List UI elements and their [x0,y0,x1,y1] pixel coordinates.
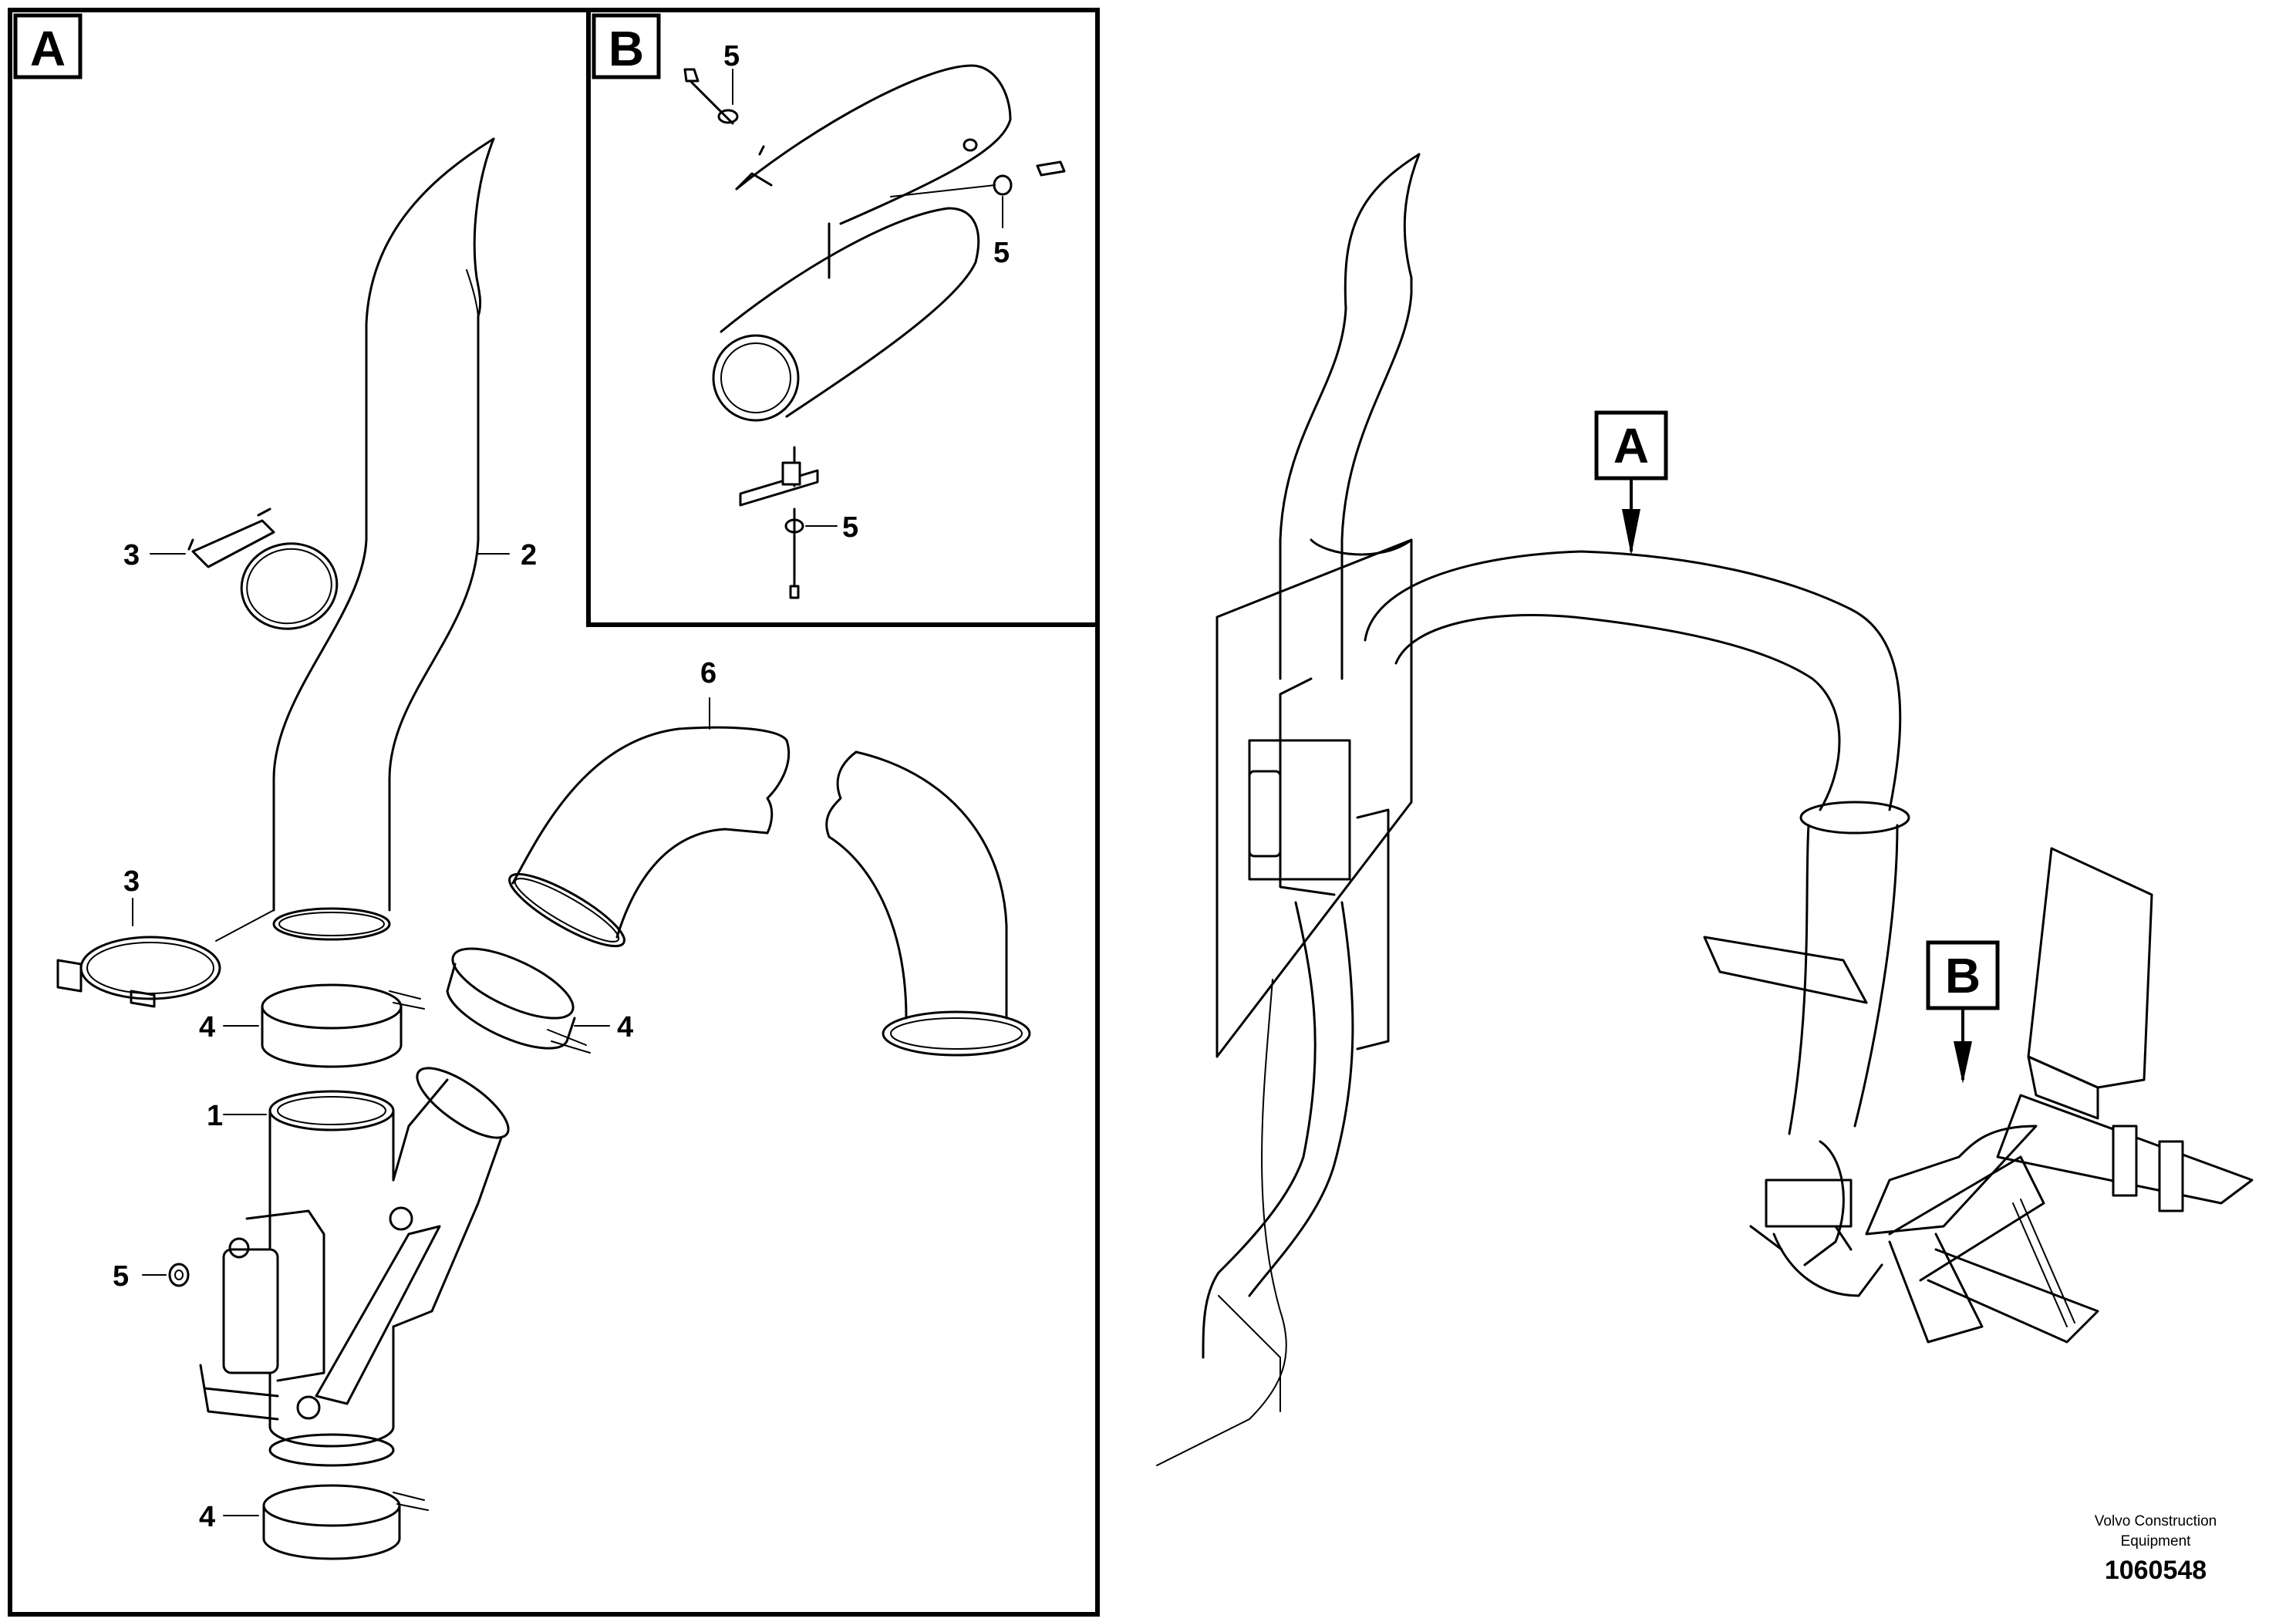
callout-part-1: 1 [207,1100,267,1132]
callout-6-text: 6 [700,657,716,690]
callout-part-5-left: 5 [113,1260,167,1293]
callout-5-b-bottom-text: 5 [842,511,858,544]
callout-part-6: 6 [700,657,716,730]
overview-tag-a: A [1594,410,1668,555]
overview-tag-a-label: A [1613,418,1649,474]
callout-part-4-right: 4 [574,1011,633,1044]
panel-a: A [8,8,1100,1617]
callout-4-bottom-text: 4 [199,1501,215,1533]
credit-line-1: Volvo Construction [2095,1513,2217,1529]
callout-part-4-left: 4 [199,1011,259,1044]
callout-3-upper-text: 3 [123,539,140,572]
washer-part-5 [168,1263,190,1287]
callout-4-left-text: 4 [199,1011,215,1044]
callout-2-text: 2 [521,539,537,572]
overview-tag-b-label: B [1945,948,1981,1003]
callout-part-3-upper: 3 [123,539,186,572]
credit-line-2: Equipment [2121,1533,2192,1549]
callout-part-4-bottom: 4 [199,1501,259,1533]
overview-tag-b: B [1926,940,2000,1084]
callout-part-5-b-bottom: 5 [805,511,858,544]
elbow-pipe [508,726,1031,1057]
callout-4-right-text: 4 [617,1011,633,1044]
panel-b: B [586,8,1100,627]
band-clamp-lower [262,1484,429,1560]
document-number: 1060548 [2105,1556,2207,1585]
machine-overview-illustration [1156,153,2254,1466]
callout-5-b-top-text: 5 [723,40,740,73]
callout-part-5-b-right: 5 [993,196,1010,269]
panel-b-label: B [609,21,644,76]
callout-part-3-lower-leader [215,909,275,942]
panel-b-label-box: B [592,13,661,79]
band-clamp-upper [261,983,425,1068]
lower-u-bolt-clamp [56,936,221,1008]
callout-1-text: 1 [207,1100,223,1132]
callout-part-3-lower: 3 [123,865,140,926]
callout-part-2: 2 [477,539,537,572]
footer-credit: Volvo Construction Equipment 1060548 [2095,1513,2217,1585]
band-clamp-right [446,947,591,1054]
panel-a-label: A [30,21,66,76]
callout-5-b-right-text: 5 [993,237,1010,269]
exhaust-stack-pipe [272,137,495,941]
panel-a-label-box: A [13,13,83,79]
callout-5-left-text: 5 [113,1260,129,1293]
heat-shield-assembly [683,64,1066,599]
callout-3-lower-text: 3 [123,865,140,898]
callout-part-5-b-top: 5 [723,40,740,105]
exhaust-brake-valve [199,1067,510,1467]
upper-u-bolt-clamp [187,508,339,630]
